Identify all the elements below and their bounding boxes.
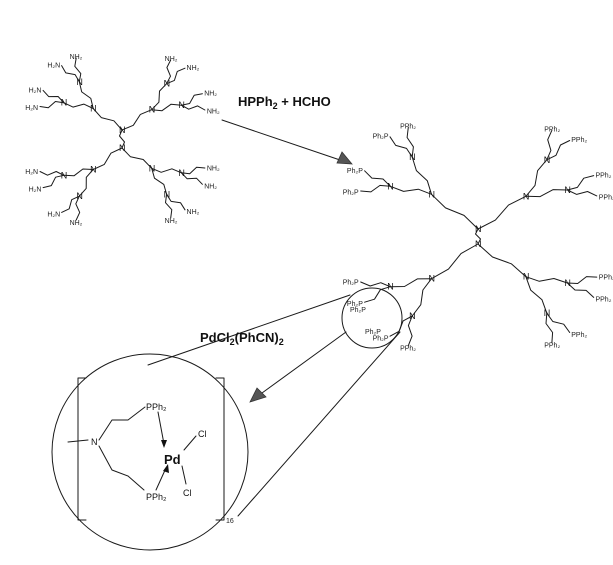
terminal-group: NH₂ bbox=[207, 108, 220, 115]
terminal-group: PPh₂ bbox=[571, 137, 587, 144]
selection-circle bbox=[341, 287, 403, 349]
terminal-group: PPh₂ bbox=[571, 332, 587, 339]
terminal-group: NH₂ bbox=[165, 56, 178, 63]
pd-complex-inset: N PPh₂ PPh₂ Pd Cl Cl 16 bbox=[51, 353, 249, 551]
terminal-group: NH₂ bbox=[187, 65, 200, 72]
chloride-lower: Cl bbox=[183, 488, 192, 498]
terminal-group: H₂N bbox=[47, 212, 60, 219]
terminal-group: NH₂ bbox=[204, 91, 217, 98]
terminal-group: NH₂ bbox=[207, 166, 220, 173]
amine-dendrimer: NNNNH₂NH₂NNH₂NNH₂NNNH₂NH₂NNH₂NH₂NNNH₂H₂N… bbox=[25, 54, 220, 227]
terminal-group: NH₂ bbox=[70, 220, 83, 227]
terminal-group: H₂N bbox=[29, 187, 42, 194]
terminal-group: PPh₂ bbox=[400, 346, 416, 353]
terminal-group: H₂N bbox=[25, 105, 38, 112]
terminal-group: PPh₂ bbox=[595, 296, 611, 303]
phosphine-bottom: PPh₂ bbox=[146, 492, 167, 502]
left-bracket bbox=[77, 377, 87, 521]
phosphine-top: PPh₂ bbox=[146, 402, 167, 412]
terminal-group: NH₂ bbox=[165, 218, 178, 225]
terminal-group: H₂N bbox=[29, 87, 42, 94]
terminal-group: PPh₂ bbox=[599, 275, 613, 282]
terminal-group: PPh₂ bbox=[599, 194, 613, 201]
repeat-count: 16 bbox=[226, 518, 234, 525]
terminal-group: Ph₂P bbox=[343, 280, 359, 287]
svg-text:N: N bbox=[91, 437, 98, 447]
terminal-group: PPh₂ bbox=[544, 126, 560, 133]
terminal-group: PPh₂ bbox=[400, 123, 416, 130]
reaction-arrow-2 bbox=[249, 331, 347, 403]
circled-phosphine: Ph₂P bbox=[365, 329, 381, 336]
right-bracket bbox=[215, 377, 225, 521]
terminal-group: Ph₂P bbox=[343, 189, 359, 196]
terminal-group: NH₂ bbox=[187, 209, 200, 216]
reagent-label-1: HPPh2 + HCHO bbox=[238, 94, 331, 111]
phosphine-dendrimer: NNNNPh₂PPh₂PNPh₂PPPh₂NNPPh₂PPh₂NPPh₂PPh₂… bbox=[343, 123, 613, 352]
terminal-group: Ph₂P bbox=[373, 133, 389, 140]
terminal-group: Ph₂P bbox=[373, 336, 389, 343]
reagent-label-2: PdCl2(PhCN)2 bbox=[200, 330, 284, 347]
circled-phosphine: Ph₂P bbox=[350, 307, 366, 314]
terminal-group: Ph₂P bbox=[347, 301, 363, 308]
terminal-group: PPh₂ bbox=[595, 173, 611, 180]
terminal-group: NH₂ bbox=[70, 54, 83, 61]
terminal-group: H₂N bbox=[47, 62, 60, 69]
reaction-arrow-1 bbox=[221, 119, 353, 165]
terminal-group: H₂N bbox=[25, 169, 38, 176]
inset-circle bbox=[51, 353, 249, 551]
zoom-line-lower bbox=[237, 331, 401, 517]
terminal-group: NH₂ bbox=[204, 183, 217, 190]
terminal-group: PPh₂ bbox=[544, 343, 560, 350]
zoom-line-upper bbox=[147, 294, 351, 366]
palladium-center: Pd bbox=[164, 452, 181, 467]
terminal-group: Ph₂P bbox=[347, 168, 363, 175]
chloride-upper: Cl bbox=[198, 429, 207, 439]
